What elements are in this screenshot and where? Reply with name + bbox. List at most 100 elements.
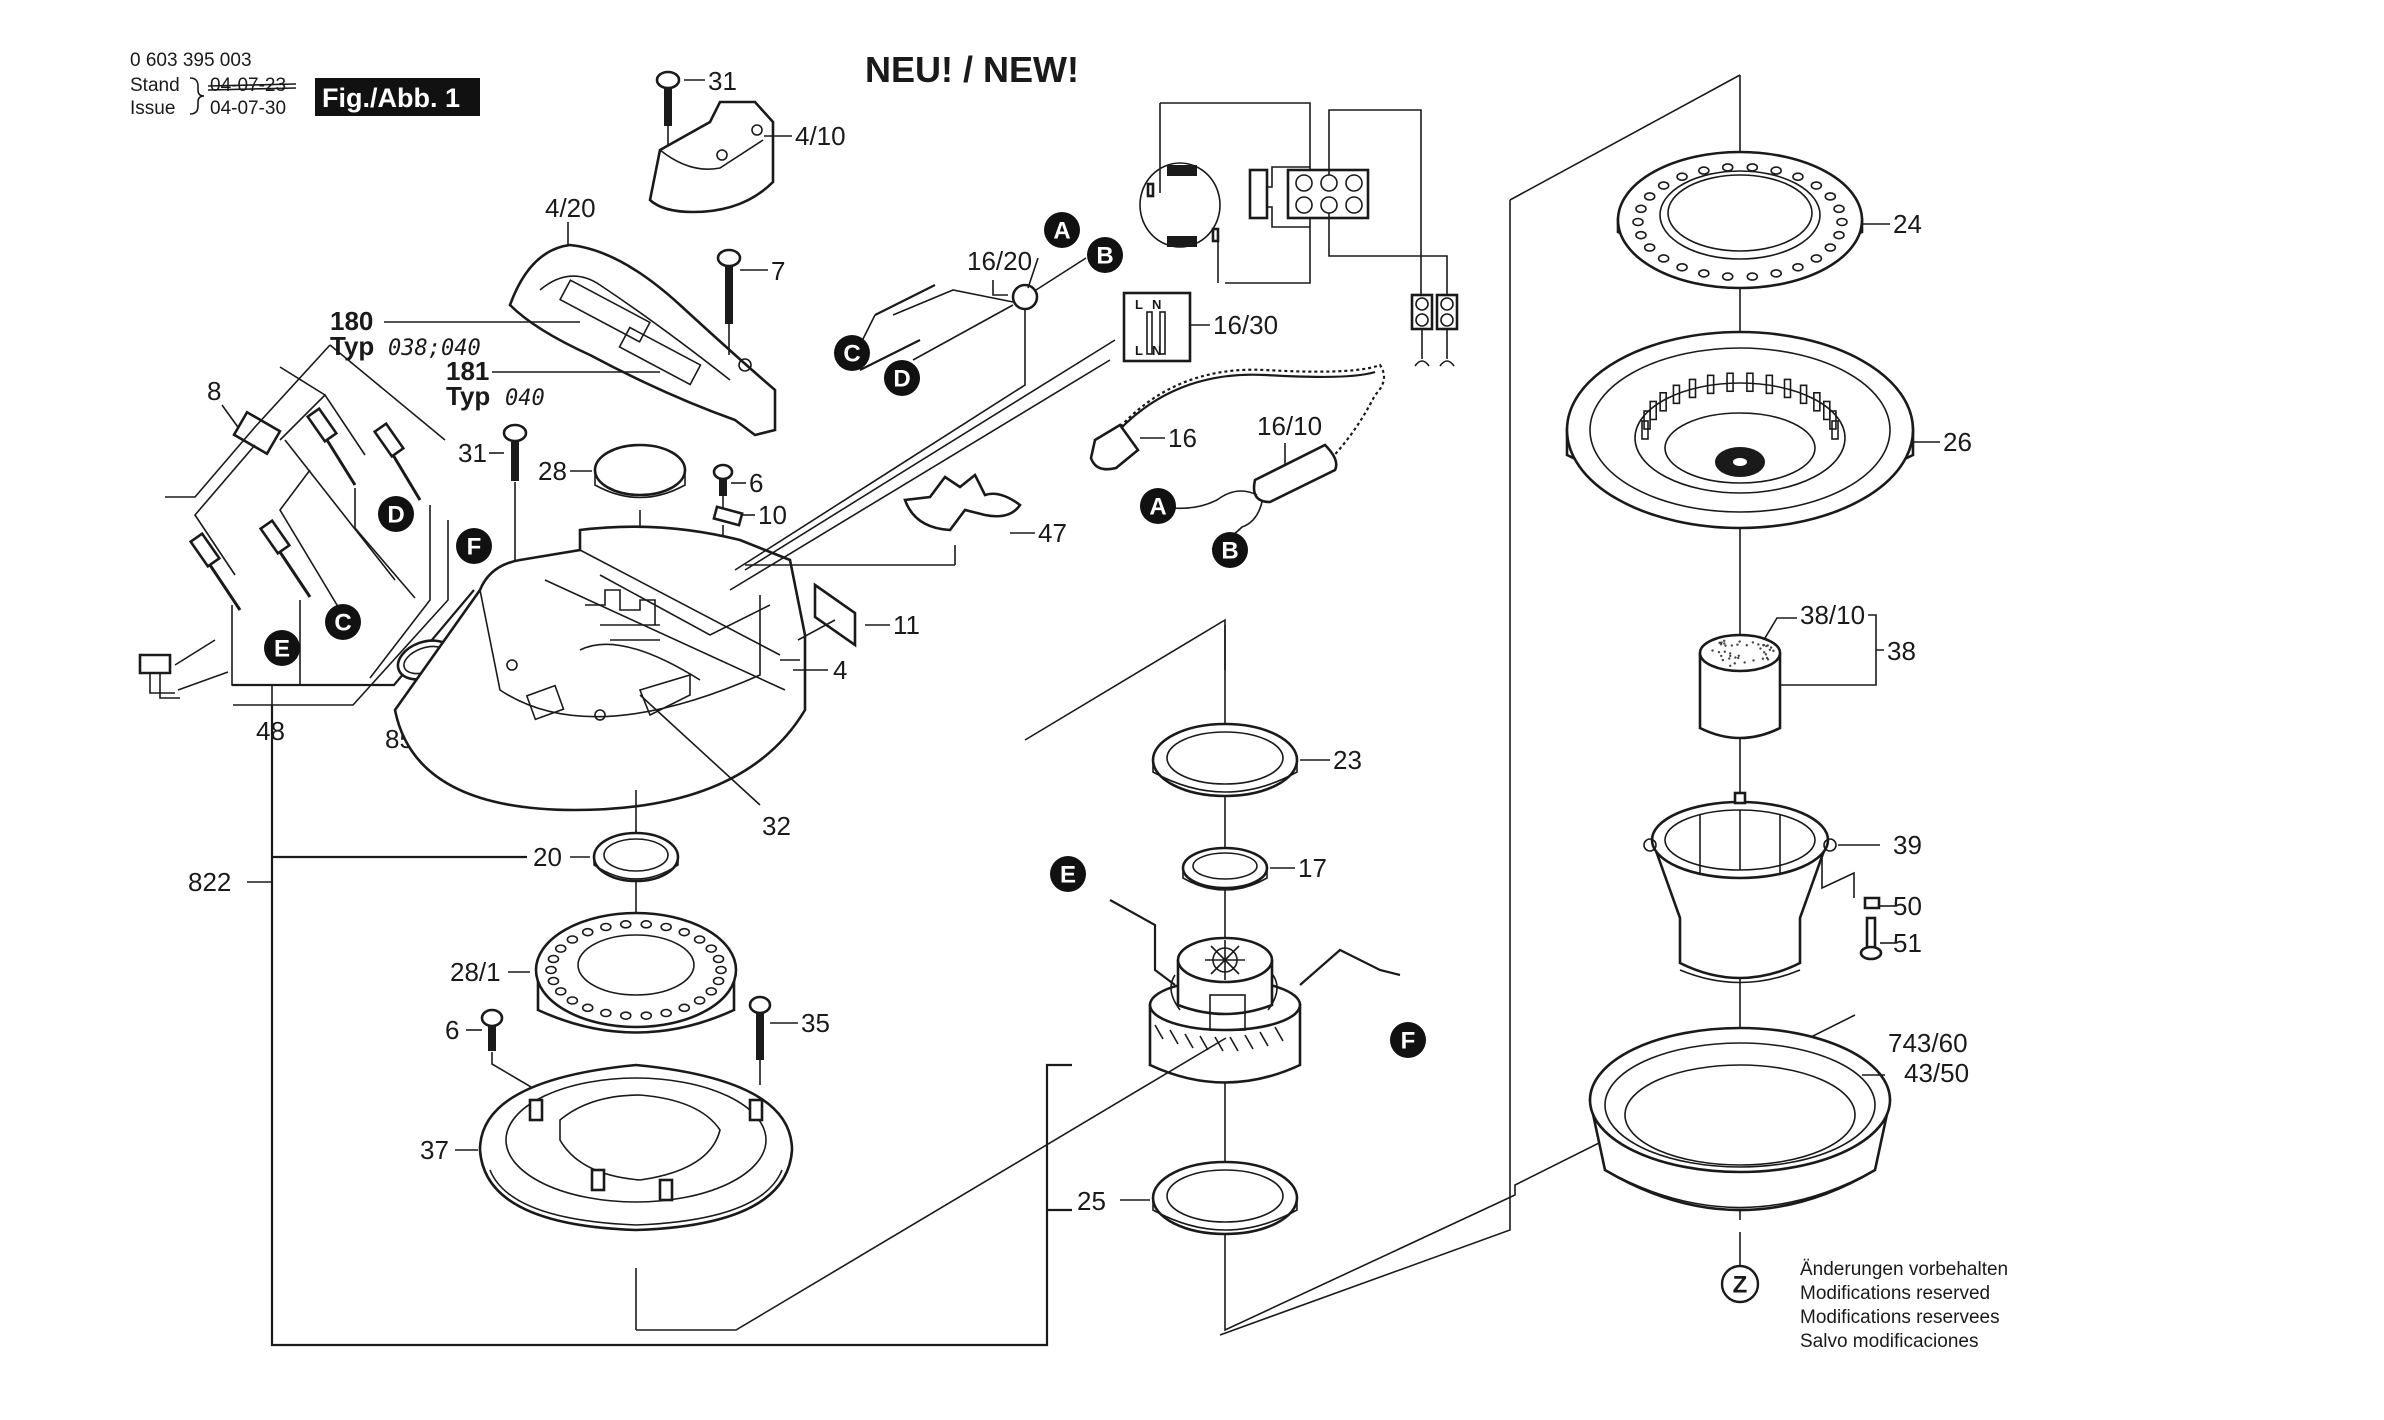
stand-label: Stand	[130, 75, 180, 96]
label-16: 16	[1168, 423, 1197, 453]
label-48: 48	[256, 716, 285, 746]
label-8: 8	[207, 376, 221, 406]
part-number: 0 603 395 003	[130, 50, 252, 71]
label-4-10: 4/10	[795, 121, 846, 151]
note-line: Modifications reserved	[1800, 1283, 1990, 1304]
svg-text:D: D	[893, 366, 910, 393]
label-37: 37	[420, 1135, 449, 1165]
mesh-dot	[1729, 652, 1731, 654]
mesh-dot	[1757, 643, 1759, 645]
motor-column-group: 23 17 25	[1025, 620, 1400, 1300]
label-180-typ: Typ	[330, 331, 374, 361]
mesh-dot	[1723, 642, 1725, 644]
screw-6-base	[482, 1010, 502, 1051]
strain-relief-16-10	[1254, 445, 1336, 502]
mesh-dot	[1763, 644, 1765, 646]
switch-symbol	[1250, 170, 1267, 218]
terminal-block-symbol	[1288, 170, 1368, 218]
mesh-dot	[1752, 659, 1754, 661]
switch-terminal-l-bottom: L	[1135, 343, 1143, 358]
modification-notes: Änderungen vorbehalten Modifications res…	[1800, 1259, 2008, 1352]
issue-date: 04-07-30	[210, 98, 286, 119]
mesh-dot	[1728, 657, 1730, 659]
mesh-dot	[1759, 647, 1761, 649]
base-column-group: 20 28/1 6 35 37	[420, 830, 830, 1325]
connector-16-20-group: 16/20	[735, 246, 1086, 570]
svg-text:B: B	[1221, 538, 1238, 565]
label-6-housing: 6	[749, 468, 763, 498]
mesh-dot	[1752, 641, 1754, 643]
cord-holder-47	[905, 475, 1020, 530]
switch-terminal-n-top: N	[1152, 297, 1161, 312]
part-4-10-group: 31 4/10	[650, 66, 846, 212]
connector-z-label: Z	[1733, 1272, 1748, 1299]
connector-f-harness: F	[456, 528, 492, 564]
label-51: 51	[1893, 928, 1922, 958]
svg-text:B: B	[1096, 243, 1113, 270]
mesh-dot	[1734, 656, 1736, 658]
svg-text:E: E	[274, 636, 290, 663]
mesh-dot	[1772, 650, 1774, 652]
filter-ring-24	[1618, 152, 1862, 288]
mesh-dot	[1769, 649, 1771, 651]
label-26: 26	[1943, 427, 1972, 457]
nut-50	[1865, 898, 1879, 908]
svg-text:D: D	[387, 502, 404, 529]
mesh-dot	[1724, 651, 1726, 653]
mesh-dot	[1729, 655, 1731, 657]
mesh-dot	[1737, 657, 1739, 659]
cable-connector	[1013, 285, 1037, 309]
filter-cage-26	[1567, 332, 1913, 528]
connector-a-top: A	[1044, 212, 1080, 248]
label-6-base: 6	[445, 1015, 459, 1045]
label-32: 32	[762, 811, 791, 841]
screw-35	[750, 997, 770, 1060]
label-50: 50	[1893, 891, 1922, 921]
screw-31-housing	[504, 425, 526, 481]
mesh-dot	[1722, 659, 1724, 661]
label-38-10: 38/10	[1800, 600, 1865, 630]
terminal	[261, 521, 310, 597]
mesh-dot	[1720, 655, 1722, 657]
mesh-dot	[1746, 644, 1748, 646]
label-31-top: 31	[708, 66, 737, 96]
mesh-dot	[1770, 646, 1772, 648]
issue-label: Issue	[130, 98, 175, 119]
mesh-dot	[1723, 640, 1725, 642]
mesh-dot	[1765, 645, 1767, 647]
mesh-dot	[1718, 651, 1720, 653]
label-822: 822	[188, 867, 231, 897]
label-28-1: 28/1	[450, 957, 501, 987]
filter-column-group: 24 26 38/10 38 39	[1220, 75, 1972, 1335]
label-11: 11	[893, 610, 920, 640]
connector-c-top: C	[834, 335, 870, 371]
label-20: 20	[533, 842, 562, 872]
connector-d-harness: D	[378, 496, 414, 532]
cap-28	[595, 445, 685, 495]
mesh-dot	[1762, 658, 1764, 660]
brace	[190, 78, 204, 114]
mesh-dot	[1738, 640, 1740, 642]
label-23: 23	[1333, 745, 1362, 775]
clamp-10	[714, 507, 742, 525]
svg-text:A: A	[1149, 494, 1166, 521]
label-39: 39	[1893, 830, 1922, 860]
svg-text:E: E	[1060, 862, 1076, 889]
mesh-dot	[1711, 649, 1713, 651]
label-24: 24	[1893, 209, 1922, 239]
label-743-60: 743/60	[1888, 1028, 1968, 1058]
label-28: 28	[538, 456, 567, 486]
handle-4-20	[510, 245, 775, 435]
motor-housing-4-group: 31 28 6 10 4	[395, 425, 920, 845]
label-31-housing: 31	[458, 438, 487, 468]
svg-text:C: C	[334, 610, 351, 637]
seal-17	[1183, 848, 1267, 888]
label-47: 47	[1038, 518, 1067, 548]
plug-connector	[140, 655, 170, 673]
switch-16-30-group: L N L N 16/30	[1124, 293, 1278, 361]
label-7: 7	[771, 256, 785, 286]
mesh-dot	[1766, 657, 1768, 659]
seal-23	[1153, 724, 1297, 796]
connector-b-top: B	[1087, 237, 1123, 273]
housing-4	[395, 527, 805, 810]
